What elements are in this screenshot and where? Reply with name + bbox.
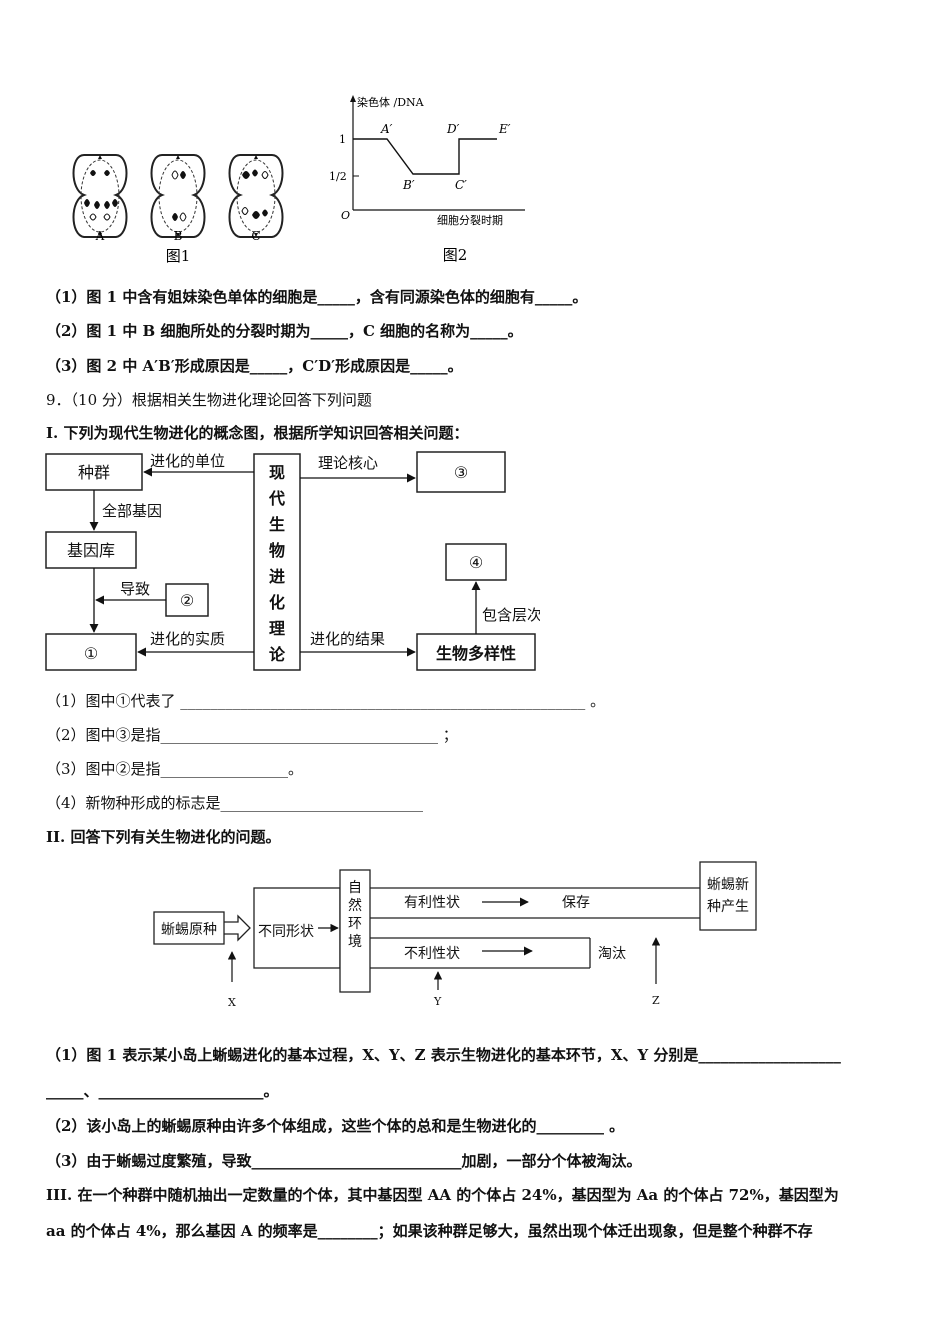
q9-heading: 9．（10 分）根据相关生物进化理论回答下列问题	[46, 391, 372, 409]
point-e: E′	[498, 122, 511, 136]
part3-line-a: III. 在一个种群中随机抽出一定数量的个体，其中基因型 AA 的个体占 24%…	[46, 1186, 839, 1204]
node-diversity: 生物多样性	[436, 644, 516, 663]
label-all-genes: 全部基因	[102, 502, 162, 520]
label-essence: 进化的实质	[150, 630, 225, 648]
part2-title: II. 回答下列有关生物进化的问题。	[46, 828, 281, 846]
point-c: C′	[455, 178, 467, 192]
node-population: 种群	[78, 463, 110, 482]
node-gene-pool: 基因库	[67, 541, 115, 560]
figure-2-caption: 图2	[443, 246, 468, 264]
p2-q1a: （1）图 1 表示某小岛上蜥蜴进化的基本过程，X、Y、Z 表示生物进化的基本环节…	[46, 1046, 841, 1064]
origin-label: O	[341, 209, 350, 222]
node-center: 现代生物进化理论	[268, 463, 286, 664]
cell-c-label: C	[251, 229, 260, 243]
node-3: ③	[454, 463, 468, 482]
p2-q3: （3）由于蜥蜴过度繁殖，导致__________________________…	[46, 1152, 642, 1170]
label-core: 理论核心	[318, 454, 378, 472]
tick-half-label: 1/2	[329, 170, 347, 183]
cell-a-label: A	[95, 229, 105, 243]
node-nature: 自然环境	[348, 880, 362, 950]
node-original-species: 蜥蜴原种	[161, 922, 217, 938]
p1-q2: （2）图中③是指________________________________…	[46, 726, 458, 744]
part3-line-b: aa 的个体占 4%，那么基因 A 的频率是________；如果该种群足够大，…	[46, 1222, 813, 1240]
node-new-species: 蜥蜴新种产生	[707, 877, 749, 915]
cell-b-label: B	[174, 229, 183, 243]
cell-a	[72, 154, 128, 238]
ratio-curve	[353, 138, 497, 175]
q8-line-1: （1）图 1 中含有姐妹染色单体的细胞是_____，含有同源染色体的细胞有___…	[46, 288, 588, 306]
label-preserved: 保存	[562, 895, 590, 911]
x-axis-label: 细胞分裂时期	[437, 214, 503, 227]
q8-line-3: （3）图 2 中 A′B′形成原因是_____，C′D′形成原因是_____。	[46, 357, 463, 375]
label-x: X	[228, 996, 236, 1009]
label-levels: 包含层次	[482, 606, 540, 624]
figure-1-caption: 图1	[166, 247, 191, 265]
y-axis-label: 染色体 /DNA	[357, 95, 425, 109]
p2-q1b: _____、______________________。	[46, 1082, 279, 1100]
label-y: Y	[433, 995, 442, 1008]
q8-line-2: （2）图 1 中 B 细胞所处的分裂时期为_____，C 细胞的名称为_____…	[46, 322, 523, 340]
figure-1: A B C 图1	[72, 154, 284, 265]
node-4: ④	[469, 553, 483, 572]
label-result: 进化的结果	[310, 630, 385, 648]
label-eliminated: 淘汰	[598, 946, 626, 962]
p1-q3: （3）图中②是指_________________。	[46, 760, 304, 778]
p1-q4: （4）新物种形成的标志是___________________________	[46, 794, 424, 812]
concept-map: 种群 基因库 ① ② 现代生物进化理论 ③ ④ 生物多样性 进化的单位 全部基因…	[45, 451, 540, 671]
evolution-diagram: 蜥蜴原种 不同形状 自然环境 有利性状 保存 不利性状 淘汰 蜥蜴新种产生 X	[153, 861, 757, 1009]
part1-title: I. 下列为现代生物进化的概念图，根据所学知识回答相关问题：	[46, 424, 469, 442]
label-unfavorable: 不利性状	[404, 946, 460, 962]
p2-q2: （2）该小岛上的蜥蜴原种由许多个体组成，这些个体的总和是生物进化的_______…	[46, 1117, 625, 1135]
node-2: ②	[180, 591, 194, 610]
node-1: ①	[84, 644, 98, 663]
label-unit: 进化的单位	[150, 452, 225, 470]
point-a: A′	[380, 122, 393, 136]
figure-2: 染色体 /DNA O 1 1/2 A′ B′ C′ D′ E′ 细胞分裂时期 图…	[329, 95, 525, 264]
cell-c	[228, 154, 284, 238]
point-b: B′	[402, 178, 415, 192]
label-leads-to: 导致	[120, 580, 150, 598]
tick-1-label: 1	[339, 133, 346, 146]
label-z: Z	[652, 994, 660, 1007]
point-d: D′	[446, 122, 460, 136]
label-favorable: 有利性状	[404, 895, 460, 911]
cell-b	[150, 154, 206, 238]
p1-q1: （1）图中①代表了 ______________________________…	[46, 692, 606, 710]
node-traits: 不同形状	[258, 924, 314, 940]
